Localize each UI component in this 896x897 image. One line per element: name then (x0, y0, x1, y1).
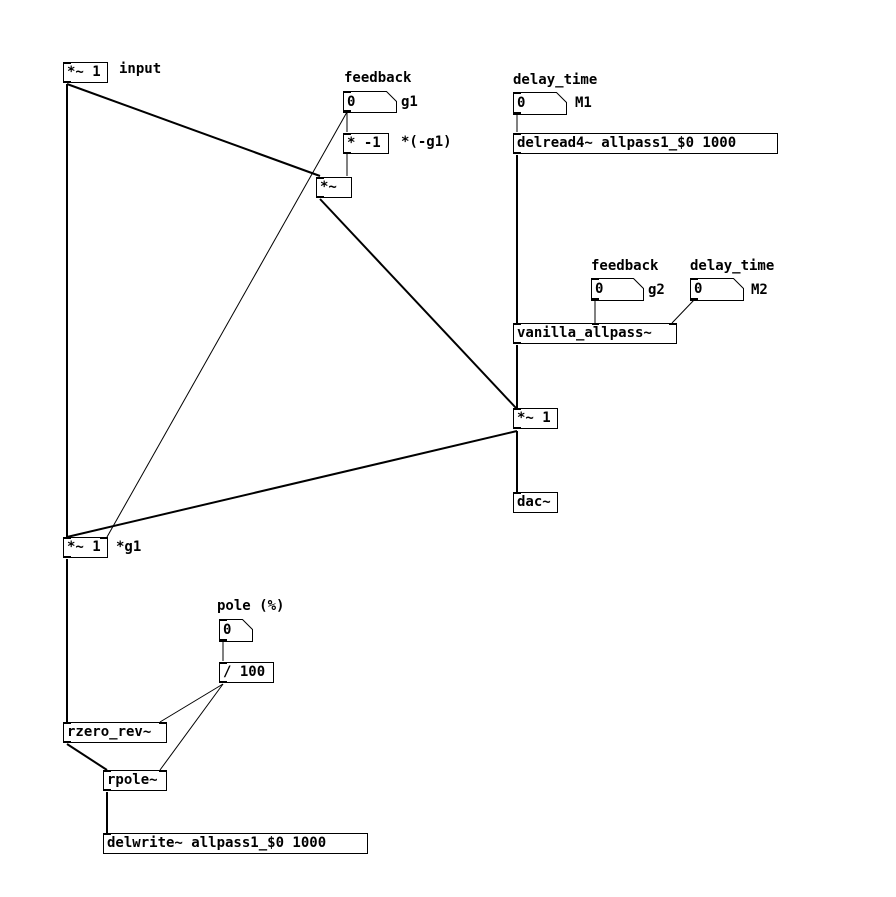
outlet-port (64, 556, 71, 558)
object-mul-out[interactable]: *~ 1 (513, 408, 558, 429)
inlet-port (220, 662, 227, 664)
object-mul-input[interactable]: *~ 1 (63, 62, 108, 83)
object-rpole[interactable]: rpole~ (103, 770, 167, 791)
object-div100[interactable]: / 100 (219, 662, 274, 683)
comment-delay-time-1: delay_time (513, 72, 598, 88)
control-cord[interactable] (671, 299, 695, 324)
control-cord[interactable] (106, 111, 348, 538)
control-cord[interactable] (159, 683, 224, 723)
numberbox-delay-m1[interactable]: 0 (517, 95, 526, 111)
numberbox-delay-m2[interactable]: 0 (694, 281, 703, 297)
comment-feedback-1: feedback (344, 70, 412, 86)
inlet-port (691, 278, 698, 280)
comment-g2: g2 (648, 282, 665, 298)
inlet-port (64, 537, 71, 539)
object-rzero-rev[interactable]: rzero_rev~ (63, 722, 167, 743)
comment-pole: pole (%) (217, 598, 285, 614)
inlet-port (317, 177, 324, 179)
inlet-port (104, 833, 111, 835)
inlet-port (669, 323, 676, 325)
numberbox-feedback-g1[interactable]: 0 (347, 94, 356, 110)
numberbox-outline (690, 278, 744, 301)
inlet-port (159, 770, 166, 772)
signal-cord[interactable] (66, 83, 321, 177)
object-mul-sig[interactable]: *~ (316, 177, 352, 198)
inlet-port (159, 722, 166, 724)
inlet-port (64, 62, 71, 64)
object-delread[interactable]: delread4~ allpass1_$0 1000 (513, 133, 778, 154)
inlet-port (344, 133, 351, 135)
object-dac[interactable]: dac~ (513, 492, 558, 513)
comment-mul-g1: *g1 (116, 539, 142, 555)
outlet-port (344, 110, 351, 112)
numberbox-outline (591, 278, 644, 301)
outlet-port (691, 298, 698, 300)
comment-m1: M1 (575, 95, 592, 111)
outlet-port (220, 639, 227, 641)
outlet-port (592, 298, 599, 300)
inlet-port (592, 323, 599, 325)
inlet-port (514, 323, 521, 325)
numberbox-feedback-g2[interactable]: 0 (595, 281, 604, 297)
inlet-port (344, 91, 351, 93)
outlet-port (220, 681, 227, 683)
outlet-port (514, 427, 521, 429)
signal-cord[interactable] (66, 743, 108, 771)
numberbox-pole[interactable]: 0 (223, 622, 232, 638)
inlet-port (592, 278, 599, 280)
comment-input: input (119, 61, 162, 77)
inlet-port (64, 722, 71, 724)
outlet-port (104, 789, 111, 791)
outlet-port (344, 152, 351, 154)
comment-m2: M2 (751, 282, 768, 298)
inlet-port (514, 133, 521, 135)
outlet-port (64, 741, 71, 743)
object-mul-neg1[interactable]: * -1 (343, 133, 389, 154)
outlet-port (514, 112, 521, 114)
numberbox-outline (219, 619, 253, 642)
object-mul-g1[interactable]: *~ 1 (63, 537, 108, 558)
comment-delay-time-2: delay_time (690, 258, 775, 274)
object-delwrite[interactable]: delwrite~ allpass1_$0 1000 (103, 833, 368, 854)
signal-cord[interactable] (66, 430, 518, 538)
numberbox-outline (343, 91, 397, 113)
inlet-port (514, 92, 521, 94)
inlet-port (100, 537, 107, 539)
outlet-port (514, 342, 521, 344)
control-cord[interactable] (159, 683, 224, 771)
inlet-port (514, 408, 521, 410)
comment-g1: g1 (401, 94, 418, 110)
outlet-port (64, 81, 71, 83)
outlet-port (514, 152, 521, 154)
comment-neg-g1: *(-g1) (401, 134, 452, 150)
comment-feedback-2: feedback (591, 258, 659, 274)
signal-cord[interactable] (319, 198, 517, 409)
inlet-port (514, 492, 521, 494)
outlet-port (317, 196, 324, 198)
numberbox-outline (513, 92, 567, 115)
inlet-port (220, 619, 227, 621)
inlet-port (104, 770, 111, 772)
